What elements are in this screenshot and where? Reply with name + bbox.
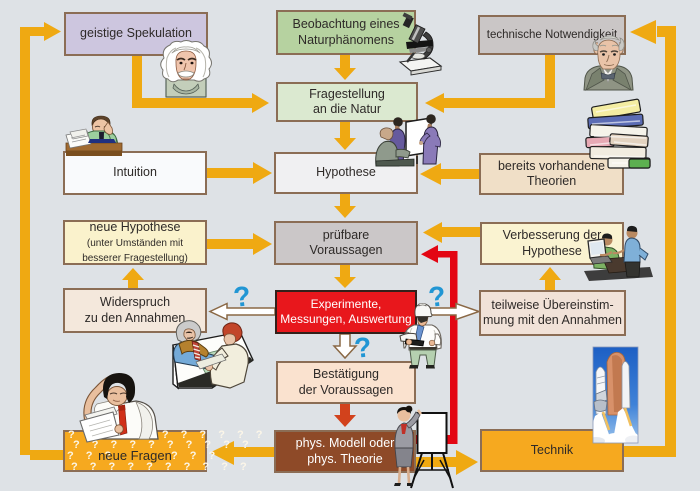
svg-text:?: ? [427,280,447,313]
svg-text:?: ? [353,331,373,364]
svg-text:?: ? [232,280,252,313]
